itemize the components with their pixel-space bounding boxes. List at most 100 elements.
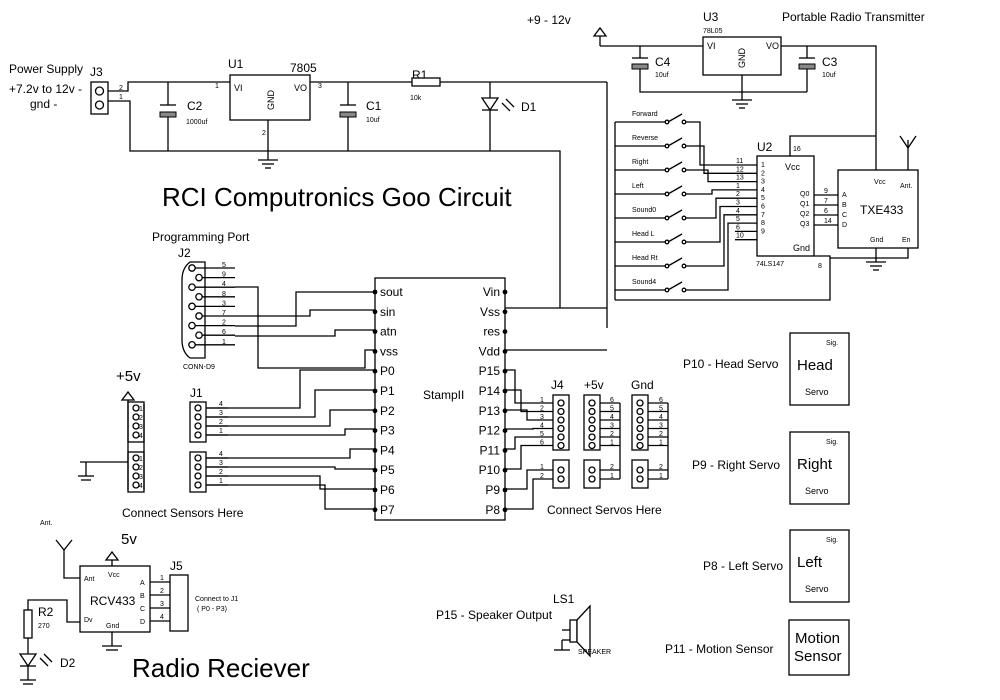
wire bbox=[667, 209, 683, 219]
servo-name-1: Right bbox=[797, 456, 833, 473]
rcv-out-label: D bbox=[140, 619, 145, 626]
pin bbox=[557, 424, 565, 433]
sensor-left-pin-num: 1 bbox=[139, 456, 143, 463]
stamp-right-pin-1: Vss bbox=[480, 305, 500, 319]
switch-contact bbox=[681, 167, 687, 173]
d9-pin-num: 2 bbox=[222, 320, 226, 327]
gnd-pin-num: 2 bbox=[659, 431, 663, 438]
gnd-pin-num: 1 bbox=[659, 473, 663, 480]
u3-vo: VO bbox=[766, 41, 779, 51]
stamp-left-pin-3: vss bbox=[380, 344, 398, 358]
wire bbox=[206, 466, 375, 470]
j3-pin-num: 1 bbox=[119, 94, 123, 101]
wire bbox=[505, 469, 553, 490]
u2-pin: 8 bbox=[818, 263, 822, 270]
rcv-out-label: C bbox=[140, 606, 145, 613]
sensor-supply-label: +5v bbox=[116, 368, 141, 385]
stamp-pin-dot bbox=[502, 329, 508, 334]
r2-ref: R2 bbox=[38, 605, 54, 619]
wire bbox=[206, 369, 375, 409]
pin bbox=[636, 441, 644, 450]
switch-contact bbox=[681, 263, 687, 269]
j4-header-small bbox=[552, 459, 570, 489]
sensor-left-pin-num: 4 bbox=[139, 483, 143, 490]
j1-pin-num: 1 bbox=[219, 478, 223, 485]
j5-connect-range: ( P0 - P3) bbox=[197, 606, 227, 613]
d1-ref: D1 bbox=[521, 100, 537, 114]
gnd-pin-num: 6 bbox=[659, 397, 663, 404]
r1-resistor bbox=[411, 77, 441, 87]
d9-pin-num: 9 bbox=[222, 272, 226, 279]
u2-gnd: Gnd bbox=[793, 243, 810, 253]
d9-pin bbox=[195, 273, 203, 282]
c1-value: 10uf bbox=[366, 117, 380, 124]
u3-vi: VI bbox=[707, 41, 716, 51]
j5-pin-num: 4 bbox=[160, 614, 164, 621]
j1-pin-num: 3 bbox=[219, 410, 223, 417]
j5-pin-num: 1 bbox=[160, 575, 164, 582]
stamp-pin-dot bbox=[372, 309, 378, 315]
pin bbox=[557, 433, 565, 441]
pin bbox=[132, 454, 140, 462]
stamp-pin-dot bbox=[502, 289, 508, 295]
j3-pin bbox=[94, 100, 105, 110]
plus5-pin-num: 3 bbox=[610, 423, 614, 430]
j5-pin-num: 3 bbox=[160, 601, 164, 608]
stamp-right-pin-6: P13 bbox=[479, 404, 501, 418]
u3-ref: U3 bbox=[703, 10, 719, 24]
pin bbox=[588, 433, 596, 441]
stamp-pin-dot bbox=[502, 408, 508, 414]
wire bbox=[235, 309, 375, 317]
stamp-left-pin-7: P3 bbox=[380, 424, 395, 438]
motion-label: P11 - Motion Sensor bbox=[665, 642, 774, 656]
plus5-pin-num: 4 bbox=[610, 414, 614, 421]
u2-out-pin: 14 bbox=[824, 218, 832, 225]
switch-contact bbox=[681, 143, 687, 149]
stamp-right-pin-2: res bbox=[483, 325, 500, 339]
u2-pin-num: 4 bbox=[736, 208, 740, 215]
d9-pin bbox=[195, 331, 203, 340]
switch-label-5: Head L bbox=[632, 231, 655, 238]
wire bbox=[206, 448, 375, 459]
servo-sig-1: Sig. bbox=[826, 439, 838, 446]
d2-ref: D2 bbox=[60, 656, 76, 670]
d9-pin bbox=[195, 292, 203, 301]
servo-sig-0: Sig. bbox=[826, 340, 838, 347]
gnd-pin-num: 4 bbox=[659, 414, 663, 421]
servo-label-1: P9 - Right Servo bbox=[692, 458, 780, 472]
switch-label-7: Sound4 bbox=[632, 279, 656, 286]
wire bbox=[667, 281, 683, 291]
stamp-pin-dot bbox=[372, 487, 378, 493]
pin bbox=[557, 407, 565, 416]
rcv-out-label: A bbox=[140, 580, 145, 587]
receiver-title: Radio Reciever bbox=[132, 653, 310, 683]
wire bbox=[686, 121, 735, 166]
stamp-right-pin-3: Vdd bbox=[479, 344, 500, 358]
pin bbox=[194, 472, 202, 480]
stamp-left-pin-8: P4 bbox=[380, 443, 395, 457]
pin bbox=[132, 431, 140, 439]
c3-value: 10uf bbox=[822, 72, 836, 79]
servo-box-1 bbox=[789, 431, 850, 505]
stampii-label: StampII bbox=[423, 388, 464, 402]
power-range-label: +7.2v to 12v - bbox=[9, 82, 82, 96]
j1-label: J1 bbox=[190, 386, 203, 400]
switch-contact bbox=[681, 239, 687, 245]
j4-pin-num: 2 bbox=[540, 473, 544, 480]
txe-vcc: Vcc bbox=[874, 179, 886, 186]
u2-out-label: Q3 bbox=[800, 221, 809, 228]
pin bbox=[557, 441, 565, 450]
power-supply-label: Power Supply bbox=[9, 62, 83, 76]
pin bbox=[194, 463, 202, 471]
u2-out-label: Q2 bbox=[800, 211, 809, 218]
supply-arrow-icon bbox=[104, 550, 120, 561]
wire bbox=[206, 409, 375, 427]
d9-pin bbox=[188, 302, 196, 311]
rcv-dv: Dv bbox=[84, 617, 93, 624]
antenna-icon bbox=[899, 135, 917, 150]
pin bbox=[636, 433, 644, 441]
